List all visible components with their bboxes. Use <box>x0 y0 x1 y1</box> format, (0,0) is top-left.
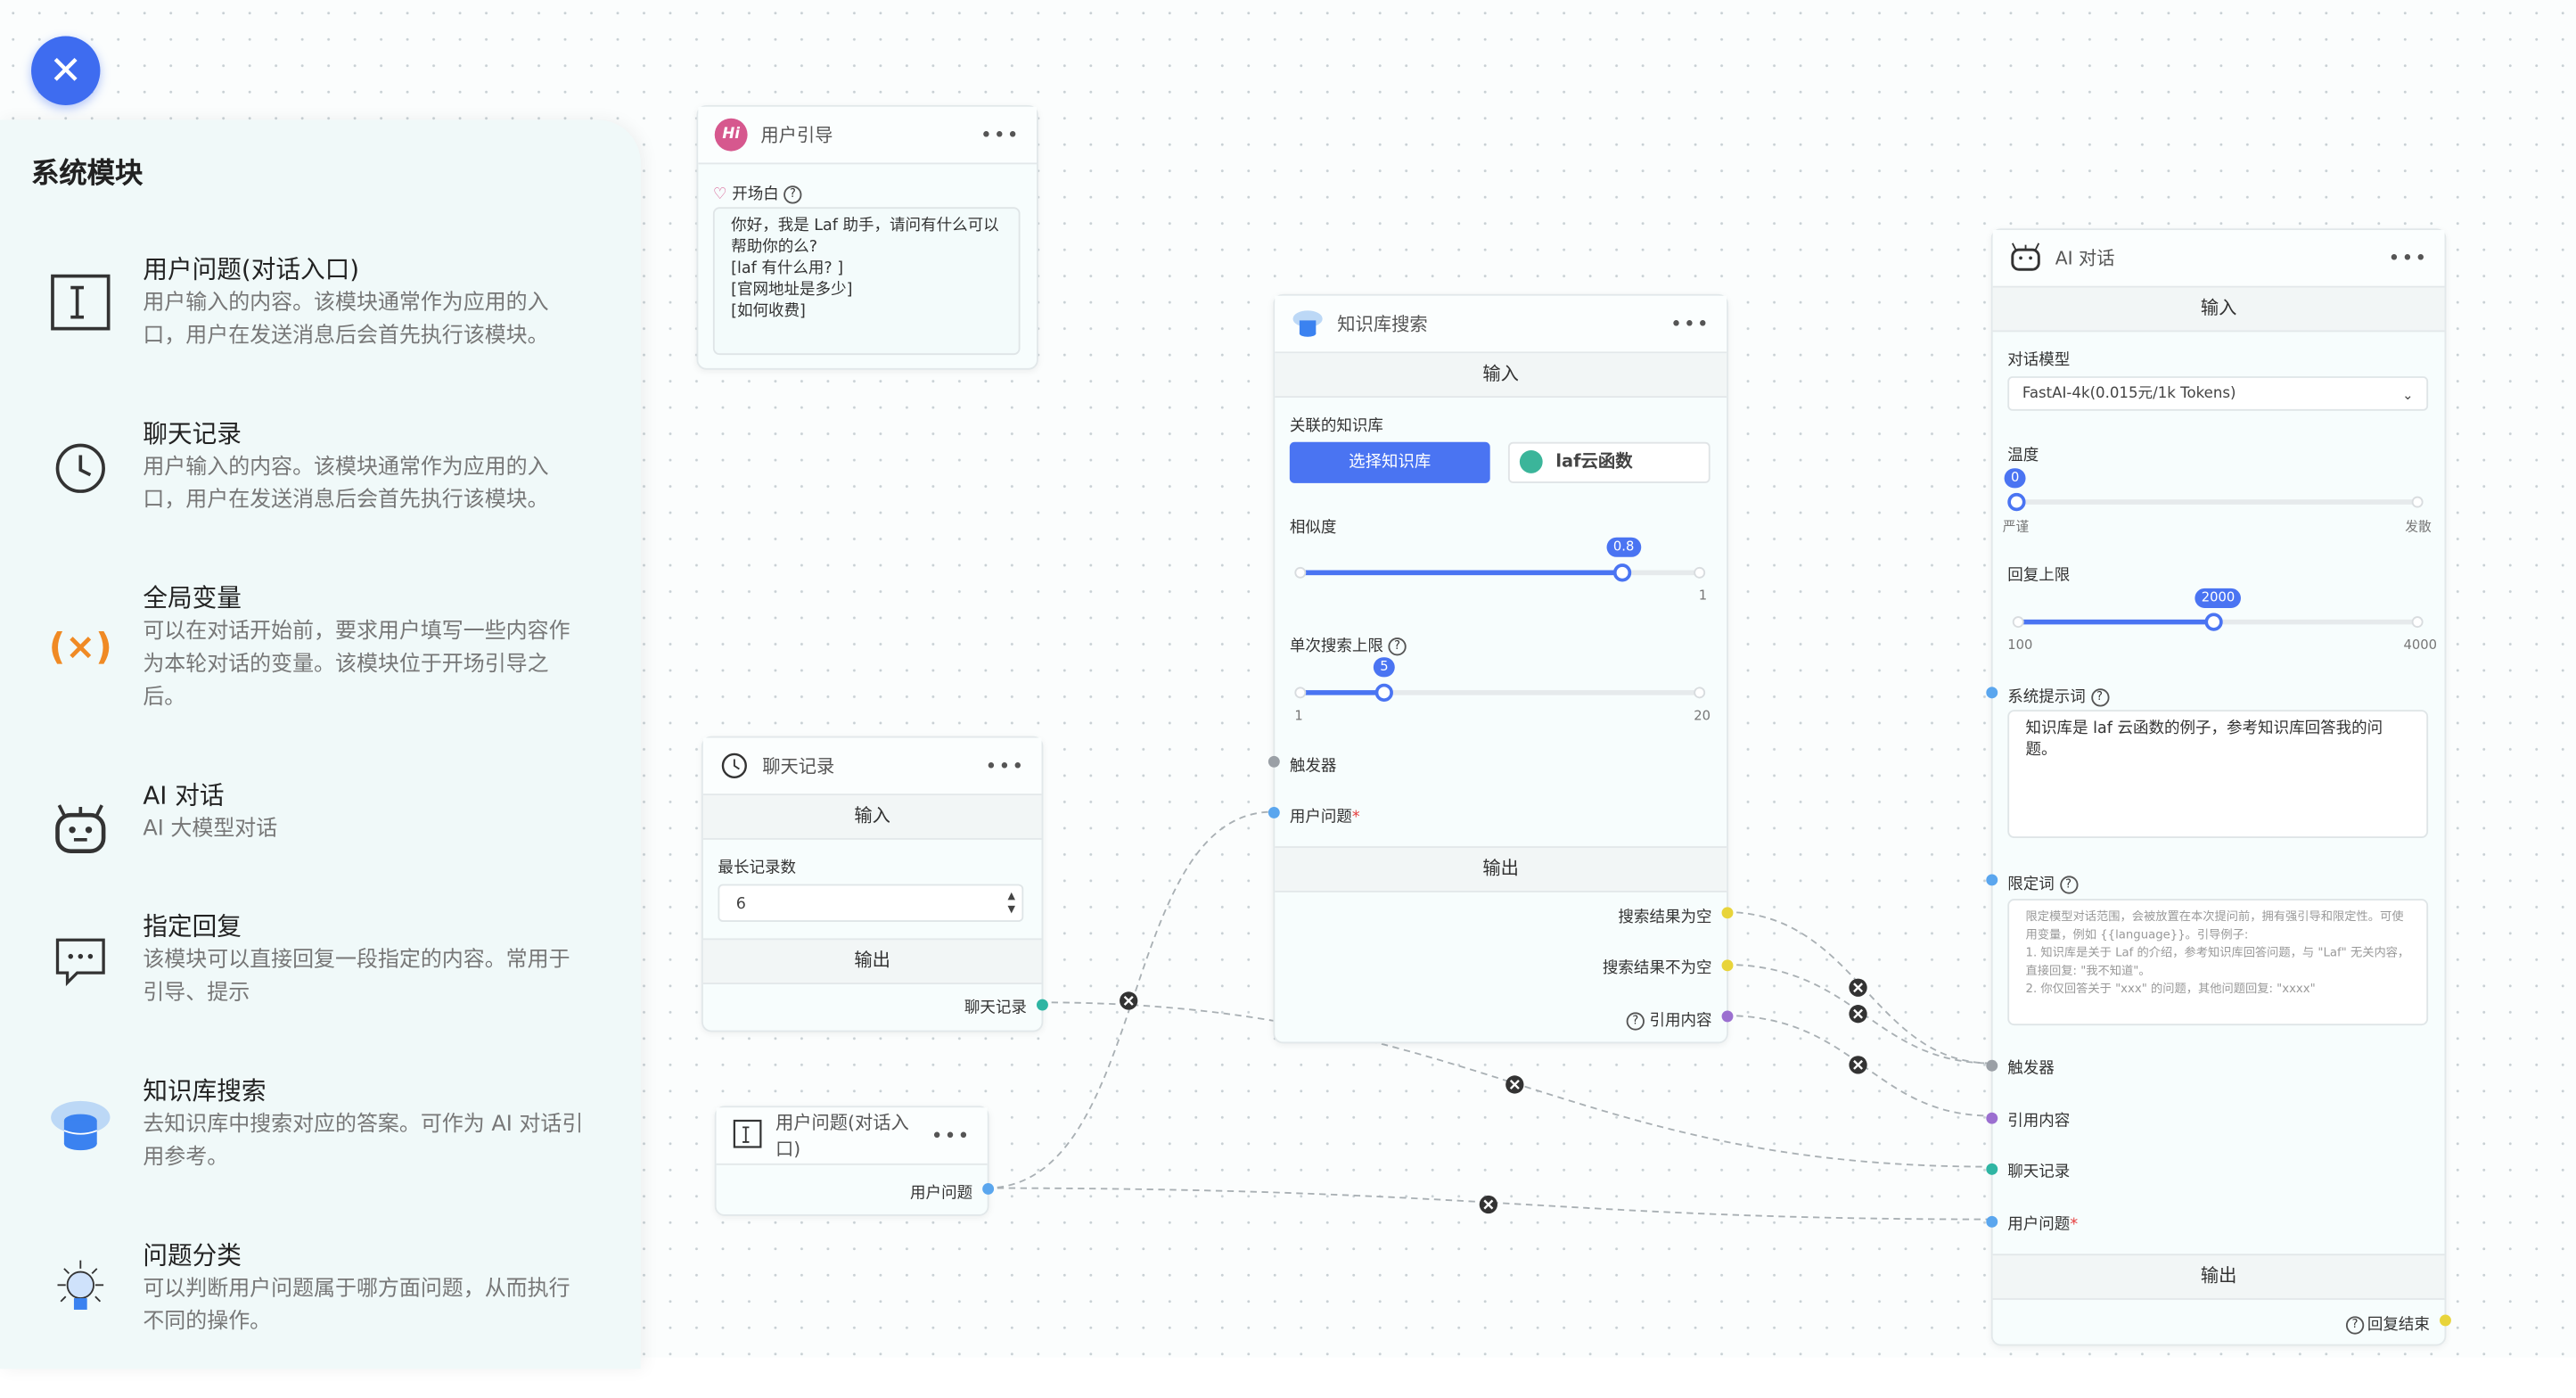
delete-edge-icon <box>1849 1005 1867 1024</box>
sidebar-title: 系统模块 <box>31 157 144 191</box>
welcome-label: 开场白 <box>732 185 779 204</box>
sidebar-item-ai-chat[interactable]: AI 对话 AI 大模型对话 <box>0 780 641 939</box>
more-menu-button[interactable]: ••• <box>1670 312 1710 335</box>
clock-icon <box>719 749 749 784</box>
limit-prompt-textarea[interactable]: 限定模型对话范围，会被放置在本次提问前，拥有强引导和限定性。可使用变量，例如 {… <box>2007 899 2429 1026</box>
output-section-header: 输出 <box>1992 1254 2445 1300</box>
help-icon[interactable]: ? <box>2090 688 2109 707</box>
quote-output-handle[interactable] <box>1721 1010 1734 1023</box>
node-chat-history[interactable]: 聊天记录••• 输入 最长记录数 6▲▼ 输出 聊天记录 <box>701 736 1048 1032</box>
delete-edge-icon <box>1505 1075 1524 1094</box>
limit-label: 单次搜索上限 <box>1289 637 1383 656</box>
node-title: 用户引导 <box>760 125 833 147</box>
clock-icon <box>46 432 115 501</box>
heart-chat-icon: ♡ <box>712 185 727 204</box>
delete-edge-icon <box>1849 1056 1867 1074</box>
linked-kb-label: 关联的知识库 <box>1289 417 1383 436</box>
input-section-header: 输入 <box>702 795 1042 840</box>
empty-output-handle[interactable] <box>1721 907 1734 919</box>
temperature-value: 0 <box>2004 468 2026 489</box>
chat-bubble-icon <box>46 925 115 994</box>
trigger-input-handle[interactable] <box>1267 755 1280 768</box>
node-title: 用户问题(对话入口) <box>775 1112 909 1161</box>
more-menu-button[interactable]: ••• <box>931 1123 972 1147</box>
close-button[interactable]: ✕ <box>31 36 101 105</box>
temperature-slider-thumb[interactable] <box>2007 492 2026 512</box>
node-ai-chat[interactable]: AI 对话••• 输入 对话模型 FastAI-4k(0.015元/1k Tok… <box>1986 228 2451 1346</box>
sidebar-item-chat-history[interactable]: 聊天记录 用户输入的内容。该模块通常作为应用的入口，用户在发送消息后会首先执行该… <box>0 419 641 577</box>
max-history-stepper[interactable]: 6▲▼ <box>718 884 1024 922</box>
chevron-down-icon: ⌄ <box>2402 387 2414 403</box>
more-menu-button[interactable]: ••• <box>2388 246 2429 270</box>
help-icon[interactable]: ? <box>783 185 802 204</box>
sidebar-item-kb-search[interactable]: 知识库搜索 去知识库中搜索对应的答案。可作为 AI 对话引用参考。 <box>0 1076 641 1234</box>
model-select[interactable]: FastAI-4k(0.015元/1k Tokens)⌄ <box>2007 376 2429 411</box>
user-question-input-handle[interactable] <box>1986 1215 1998 1228</box>
system-prompt-textarea[interactable]: 知识库是 laf 云函数的例子，参考知识库回答我的问题。 <box>2007 710 2429 838</box>
input-section-header: 输入 <box>1275 353 1727 399</box>
laf-logo-icon <box>1519 450 1543 473</box>
max-tokens-slider-thumb[interactable] <box>2204 613 2223 631</box>
system-prompt-handle[interactable] <box>1986 687 1998 699</box>
variable-icon: (×) <box>48 627 112 669</box>
node-title: 聊天记录 <box>762 755 835 777</box>
similarity-value: 0.8 <box>1606 537 1641 557</box>
user-question-output-handle[interactable] <box>982 1183 995 1195</box>
quote-input-handle[interactable] <box>1986 1112 1998 1124</box>
text-cursor-icon <box>46 267 115 336</box>
limit-slider[interactable] <box>1299 690 1702 695</box>
output-section-header: 输出 <box>702 938 1042 985</box>
database-cloud-icon <box>1292 307 1325 341</box>
help-icon[interactable]: ? <box>1626 1012 1645 1031</box>
close-icon: ✕ <box>49 47 83 95</box>
output-section-header: 输出 <box>1275 846 1727 892</box>
node-kb-search[interactable]: 知识库搜索••• 输入 关联的知识库 选择知识库 laf云函数 相似度 0.8 … <box>1267 293 1734 1044</box>
history-input-handle[interactable] <box>1986 1163 1998 1175</box>
more-menu-button[interactable]: ••• <box>980 123 1021 147</box>
robot-icon <box>2009 241 2042 275</box>
connection-edges <box>985 810 1991 1221</box>
kb-tag[interactable]: laf云函数 <box>1507 441 1710 483</box>
delete-edge-icon <box>1120 991 1138 1010</box>
help-icon[interactable]: ? <box>1388 637 1407 656</box>
limit-slider-thumb[interactable] <box>1374 683 1393 703</box>
limit-prompt-handle[interactable] <box>1986 874 1998 886</box>
not-empty-output-handle[interactable] <box>1721 959 1734 972</box>
database-cloud-icon <box>46 1090 115 1158</box>
limit-value: 5 <box>1373 657 1395 678</box>
select-kb-button[interactable]: 选择知识库 <box>1289 441 1490 483</box>
user-question-input-handle[interactable] <box>1267 806 1280 818</box>
node-title: AI 对话 <box>2055 248 2115 270</box>
text-cursor-icon <box>733 1118 762 1153</box>
system-modules-sidebar: 系统模块 用户问题(对话入口) 用户输入的内容。该模块通常作为应用的入口，用户在… <box>0 119 641 1369</box>
help-icon[interactable]: ? <box>2059 876 2078 894</box>
sidebar-item-reply[interactable]: 指定回复 该模块可以直接回复一段指定的内容。常用于引导、提示 <box>0 912 641 1070</box>
delete-edge-icon <box>1479 1195 1497 1214</box>
robot-icon <box>46 794 115 862</box>
finish-output-handle[interactable] <box>2440 1314 2451 1327</box>
help-icon[interactable]: ? <box>2345 1316 2365 1335</box>
sidebar-item-classify[interactable]: 问题分类 可以判断用户问题属于哪方面问题，从而执行不同的操作。 <box>0 1241 641 1398</box>
hi-icon: Hi <box>714 118 748 152</box>
edge-notempty-to-trigger <box>1725 963 1991 1065</box>
node-title: 知识库搜索 <box>1337 314 1428 335</box>
lightbulb-icon <box>46 1254 115 1322</box>
node-user-guide[interactable]: Hi 用户引导 ••• ♡ 开场白? 你好，我是 Laf 助手，请问有什么可以帮助你… <box>696 104 1038 370</box>
welcome-textarea[interactable]: 你好，我是 Laf 助手，请问有什么可以帮助你的么? [laf 有什么用? ] … <box>712 207 1021 356</box>
node-user-question[interactable]: 用户问题(对话入口)••• 用户问题 <box>714 1106 995 1216</box>
trigger-input-handle[interactable] <box>1986 1059 1998 1072</box>
sidebar-item-global-variable[interactable]: (×) 全局变量 可以在对话开始前，要求用户填写一些内容作为本轮对话的变量。该模… <box>0 583 641 741</box>
similarity-label: 相似度 <box>1289 519 1337 538</box>
stepper-arrows-icon[interactable]: ▲▼ <box>1007 890 1016 916</box>
history-output-handle[interactable] <box>1036 999 1048 1011</box>
similarity-slider-thumb[interactable] <box>1612 563 1632 582</box>
more-menu-button[interactable]: ••• <box>985 753 1026 777</box>
max-tokens-value: 2000 <box>2195 588 2242 608</box>
input-section-header: 输入 <box>1992 287 2445 333</box>
delete-edge-icon <box>1849 978 1867 997</box>
temperature-slider[interactable] <box>2017 499 2420 505</box>
sidebar-item-user-question[interactable]: 用户问题(对话入口) 用户输入的内容。该模块通常作为应用的入口，用户在发送消息后… <box>0 255 641 413</box>
